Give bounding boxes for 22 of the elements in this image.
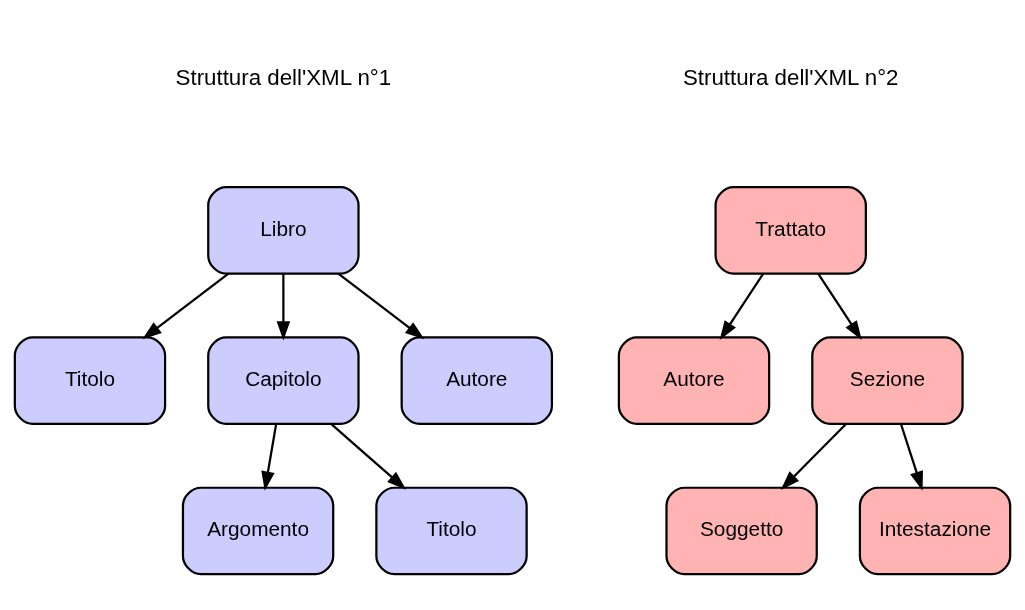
- node-box: Sezione: [811, 335, 964, 425]
- node-box: Argomento: [181, 486, 335, 575]
- node-box: Soggetto: [665, 486, 818, 575]
- node-box: Titolo: [375, 486, 528, 575]
- arrow: [719, 272, 765, 340]
- arrow: [899, 423, 924, 491]
- node-box: Autore: [617, 335, 771, 425]
- node-box: Intestazione: [858, 486, 1012, 575]
- node-box: Autore: [400, 335, 554, 425]
- arrow: [817, 272, 862, 340]
- arrow: [276, 273, 291, 341]
- label: Struttura dell'XML n°2: [682, 64, 899, 90]
- arrow: [142, 272, 230, 339]
- node-box: Titolo: [13, 335, 167, 425]
- arrow: [780, 422, 847, 490]
- node-box: Capitolo: [207, 335, 360, 425]
- arrow: [330, 422, 407, 490]
- node-box: Trattato: [714, 185, 867, 275]
- label: Struttura dell'XML n°1: [175, 64, 392, 90]
- arrow: [337, 272, 425, 339]
- node-box: Libro: [207, 185, 360, 275]
- arrow: [261, 423, 278, 491]
